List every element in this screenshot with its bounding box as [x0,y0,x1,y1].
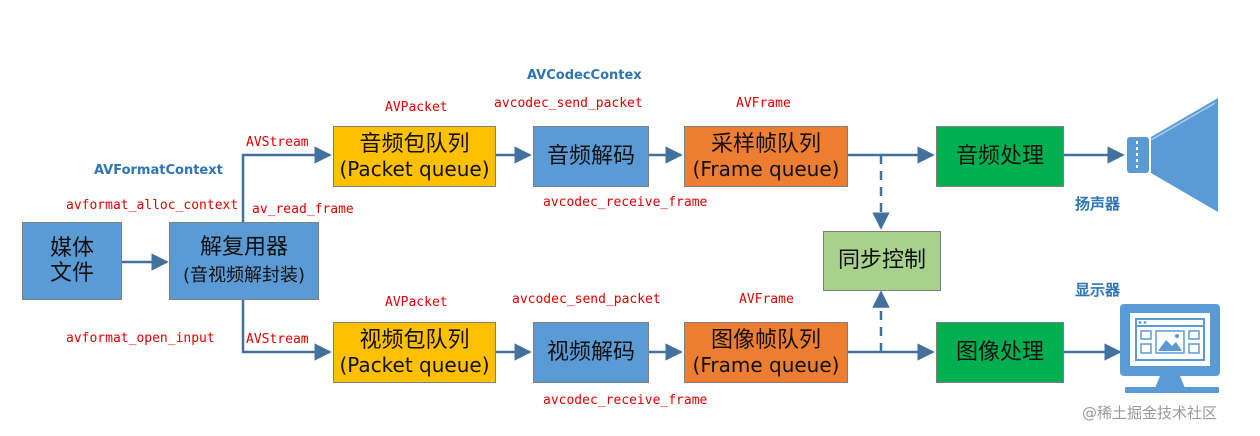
audio-packet-queue-box: 音频包队列 (Packet queue) [333,126,496,187]
media-file-box: 媒体 文件 [22,222,122,300]
sync-control-title: 同步控制 [837,248,926,274]
image-frame-queue-subtitle: (Frame queue) [692,352,840,377]
avformat-alloc-context-label: avformat_alloc_context [66,198,239,213]
sync-control-box: 同步控制 [823,231,941,291]
send-packet-top-label: avcodec_send_packet [494,96,643,111]
avformat-context-label: AVFormatContext [94,163,223,178]
avstream-bottom-label: AVStream [246,332,309,347]
image-processing-box: 图像处理 [936,322,1064,383]
speaker-icon [1127,98,1218,212]
audio-processing-box: 音频处理 [936,126,1064,187]
avframe-bottom-label: AVFrame [739,292,794,307]
sample-frame-queue-subtitle: (Frame queue) [692,156,840,181]
speaker-label: 扬声器 [1075,195,1121,213]
display-label: 显示器 [1075,281,1121,299]
audio-decoder-box: 音频解码 [533,126,649,187]
sample-frame-queue-box: 采样帧队列 (Frame queue) [684,126,848,187]
video-decoder-title: 视频解码 [546,339,635,365]
receive-frame-top-label: avcodec_receive_frame [543,195,708,210]
av-read-frame-label: av_read_frame [252,202,354,217]
audio-processing-title: 音频处理 [955,143,1044,169]
video-packet-queue-title: 视频包队列 [359,328,470,354]
image-frame-queue-title: 图像帧队列 [710,328,821,354]
image-frame-queue-box: 图像帧队列 (Frame queue) [684,322,848,383]
avframe-top-label: AVFrame [736,96,791,111]
video-decoder-box: 视频解码 [533,322,649,383]
media-file-line1: 媒体 [49,235,94,261]
video-packet-queue-subtitle: (Packet queue) [339,352,490,377]
avpacket-top-label: AVPacket [385,100,448,115]
receive-frame-bottom-label: avcodec_receive_frame [543,393,708,408]
image-processing-title: 图像处理 [955,339,1044,365]
audio-packet-queue-subtitle: (Packet queue) [339,156,490,181]
avformat-open-input-label: avformat_open_input [66,331,215,346]
video-packet-queue-box: 视频包队列 (Packet queue) [333,322,496,383]
audio-decoder-title: 音频解码 [546,143,635,169]
demuxer-title: 解复用器 [199,235,288,260]
avcodec-contex-label: AVCodecContex [527,68,642,83]
monitor-icon [1120,304,1220,393]
send-packet-bottom-label: avcodec_send_packet [512,292,661,307]
arrow-demuxer-to-audio-queue [241,146,332,222]
sample-frame-queue-title: 采样帧队列 [710,132,821,158]
media-file-line2: 文件 [49,261,94,286]
watermark: @稀土掘金技术社区 [1082,404,1218,422]
avstream-top-label: AVStream [246,135,309,150]
avpacket-bottom-label: AVPacket [385,295,448,310]
arrow-demuxer-to-video-queue [241,300,332,361]
demuxer-subtitle: (音视频解封装) [182,265,306,287]
audio-packet-queue-title: 音频包队列 [359,132,470,158]
demuxer-box: 解复用器 (音视频解封装) [169,222,319,300]
